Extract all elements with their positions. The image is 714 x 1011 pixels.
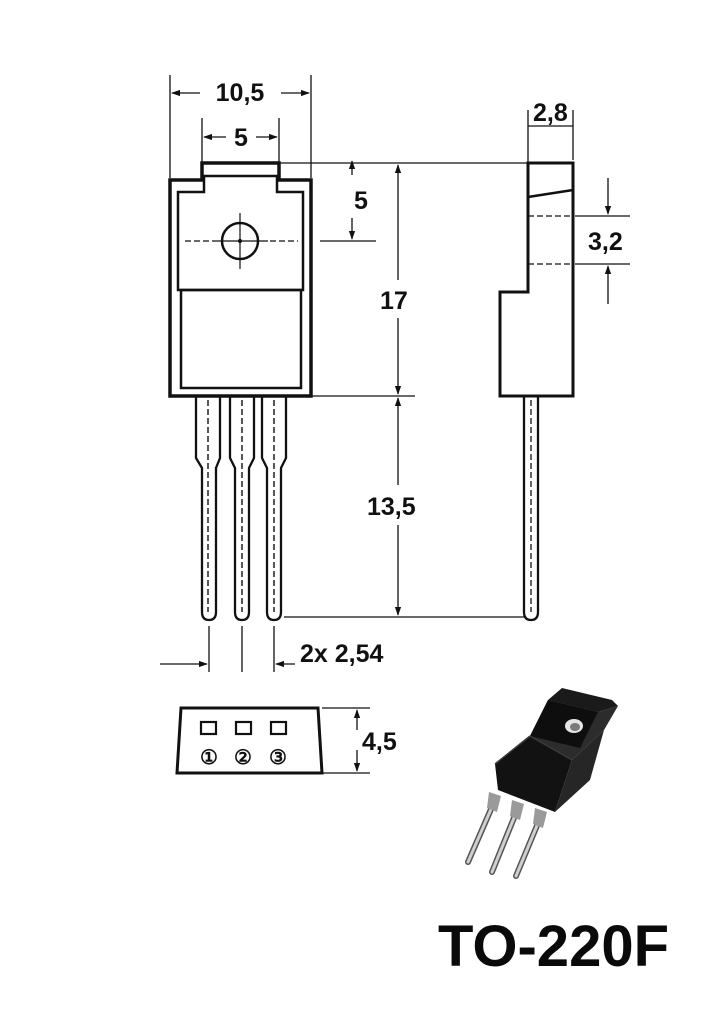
side-dimensions	[527, 110, 630, 304]
dim-tab-thickness: 2,8	[533, 99, 568, 127]
front-package-outline	[168, 161, 313, 398]
dim-tab-height: 5	[354, 187, 368, 215]
front-leads	[194, 397, 288, 622]
dim-tab-width: 5	[234, 124, 248, 152]
lead-3	[260, 397, 288, 622]
dimension-lines	[160, 75, 527, 672]
front-body-lower	[179, 288, 303, 390]
lead-1	[194, 397, 222, 622]
lead-2	[228, 397, 256, 622]
front-view	[168, 161, 313, 398]
package-title: TO-220F	[438, 914, 670, 979]
dim-lead-length: 13,5	[367, 493, 416, 521]
package-3d-icon	[465, 688, 618, 879]
side-view	[498, 161, 575, 622]
dim-hole-diameter: 3,2	[588, 228, 623, 256]
dim-pin-pitch: 2x 2,54	[300, 640, 384, 668]
pin-label-1: ①	[200, 747, 218, 769]
side-lead	[522, 397, 540, 622]
pin-label-3: ③	[269, 747, 287, 769]
dim-bottom-depth: 4,5	[362, 728, 397, 756]
side-package-outline	[498, 161, 575, 398]
pin-label-2: ②	[234, 747, 252, 769]
bottom-dimension	[322, 707, 370, 774]
dim-body-height: 17	[380, 287, 408, 315]
dim-overall-width: 10,5	[216, 79, 265, 107]
